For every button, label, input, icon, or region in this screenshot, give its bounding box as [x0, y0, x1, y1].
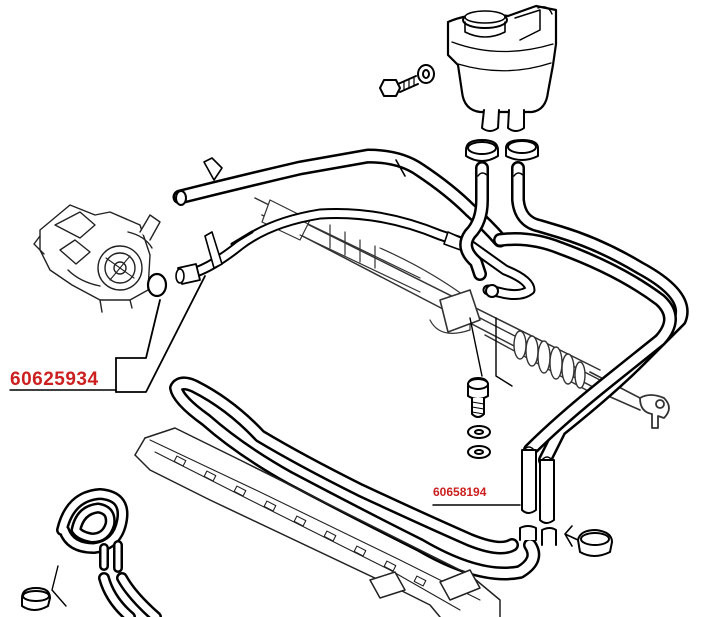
hose-clamps: [465, 139, 539, 162]
part-number-label-60625934: 60625934: [10, 369, 99, 390]
reservoir-bolt: [379, 64, 435, 97]
small-clamp-left: [21, 587, 51, 611]
cooler-loop-hose: [493, 232, 677, 524]
return-hose-upper: [172, 148, 508, 248]
label-leader-lines: [9, 275, 521, 506]
power-steering-reservoir: [446, 4, 558, 132]
cooler-coil: [51, 488, 162, 617]
o-ring: [146, 272, 168, 298]
rack-boot: [513, 330, 586, 389]
part-number-label-60658194: 60658194: [433, 485, 487, 499]
lower-return-hose: [169, 376, 557, 581]
steering-rack: [254, 197, 670, 429]
subframe-crossmember: [134, 427, 501, 617]
pressure-line: [175, 207, 536, 301]
power-steering-pump: [33, 204, 161, 313]
tie-rod-end: [639, 394, 670, 429]
small-clamp-right: [564, 525, 613, 557]
banjo-bolt-set: [467, 317, 513, 459]
